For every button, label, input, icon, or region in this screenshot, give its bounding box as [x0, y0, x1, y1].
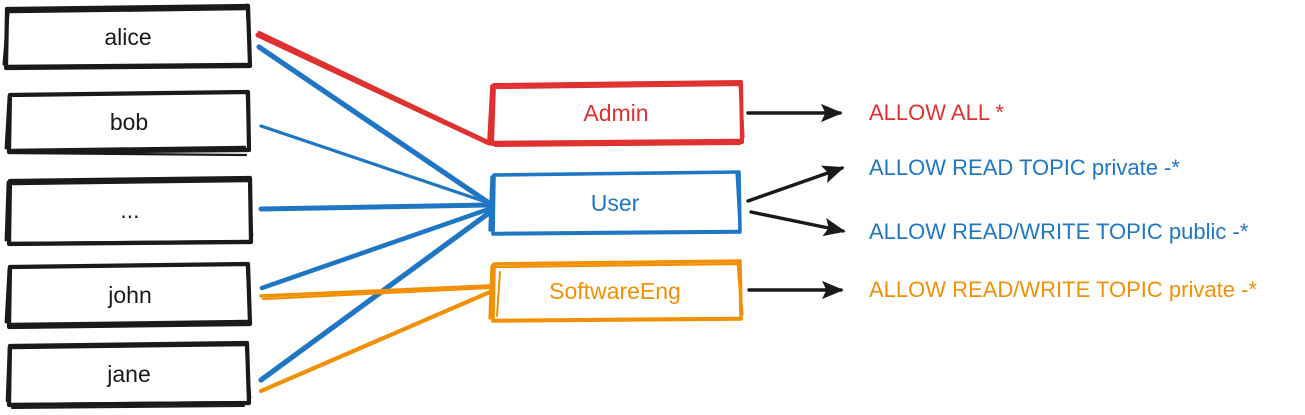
user-box-ellipsis[interactable] [4, 175, 254, 247]
user-boxes [2, 3, 254, 409]
link-ellipsis-user [258, 202, 492, 212]
role-links [255, 30, 493, 394]
permission-arrows [746, 103, 846, 300]
role-box-softwareeng[interactable] [488, 259, 744, 323]
link-jane-user [258, 210, 492, 383]
role-boxes [487, 80, 745, 323]
permission-allow-all: ALLOW ALL * [869, 100, 1004, 125]
user-box-john[interactable] [4, 261, 253, 330]
permission-allow-read-topic-private: ALLOW READ TOPIC private -* [869, 155, 1180, 180]
link-bob-user [259, 124, 491, 205]
role-box-admin[interactable] [487, 80, 745, 147]
user-box-alice[interactable] [2, 3, 253, 71]
link-john-user [259, 206, 492, 291]
user-box-bob[interactable] [4, 89, 252, 157]
permission-allow-readwrite-topic-public: ALLOW READ/WRITE TOPIC public -* [869, 219, 1249, 244]
arrow-user-readwrite-public [749, 210, 846, 237]
user-box-jane[interactable] [5, 340, 252, 409]
arrow-user-read-private [746, 165, 845, 203]
link-john-softwareeng [259, 284, 491, 301]
role-box-user[interactable] [488, 170, 742, 236]
permission-allow-readwrite-topic-private: ALLOW READ/WRITE TOPIC private -* [869, 277, 1257, 302]
link-alice-admin [255, 30, 492, 146]
link-alice-user [256, 44, 492, 206]
link-jane-softwareeng [258, 289, 493, 394]
